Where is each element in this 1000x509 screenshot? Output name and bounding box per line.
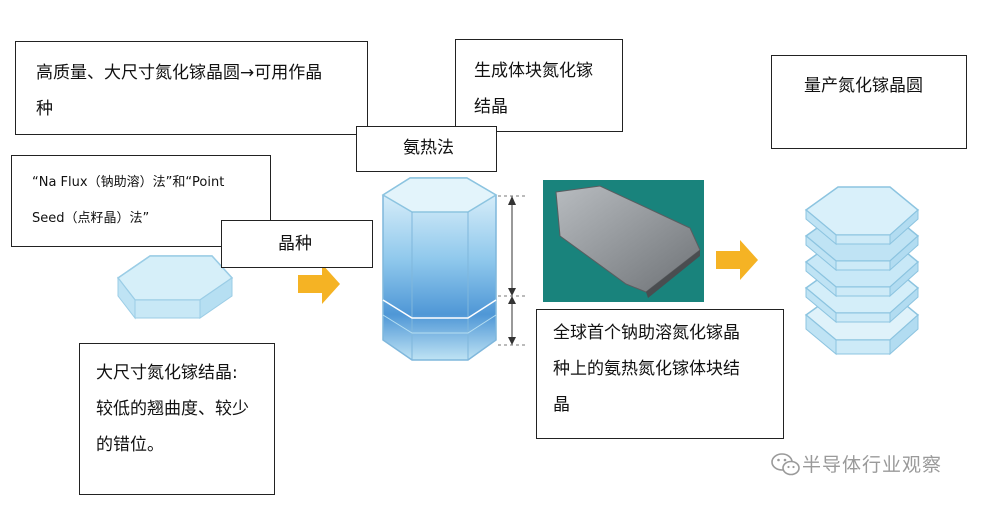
watermark-text: 半导体行业观察: [802, 454, 943, 476]
world-first-box: 全球首个钠助溶氮化镓晶 种上的氨热氮化镓体块结 晶: [536, 309, 784, 439]
seed-quality-line1: 高质量、大尺寸氮化镓晶圆→可用作晶: [36, 63, 323, 83]
world-first-line1: 全球首个钠助溶氮化镓晶: [553, 323, 740, 343]
ammonothermal-box: 氨热法: [356, 126, 497, 172]
world-first-line3: 晶: [553, 395, 570, 415]
wafer-stack: [804, 186, 920, 356]
large-crystal-line1: 大尺寸氮化镓结晶:: [96, 363, 238, 383]
seed-box: 晶种: [221, 220, 373, 268]
seed-label: 晶种: [278, 234, 312, 254]
bulk-crystal-line2: 结晶: [474, 97, 508, 117]
seed-quality-line2: 种: [36, 99, 53, 119]
process-arrow-2: [716, 240, 758, 280]
thickness-indicator: [498, 195, 526, 346]
mass-production-box: 量产氮化镓晶圆: [771, 55, 967, 149]
large-crystal-box: 大尺寸氮化镓结晶: 较低的翘曲度、较少 的错位。: [79, 343, 275, 495]
mass-production-line1: 量产氮化镓晶圆: [804, 76, 923, 96]
methods-line2: Seed（点籽晶）法”: [32, 211, 150, 226]
seed-quality-box: 高质量、大尺寸氮化镓晶圆→可用作晶 种: [15, 41, 368, 135]
large-crystal-line3: 的错位。: [96, 435, 164, 455]
methods-line1: “Na Flux（钠助溶）法”和“Point: [32, 175, 225, 190]
gan-crystal-photo: [543, 180, 704, 302]
bulk-crystal-line1: 生成体块氮化镓: [474, 61, 593, 81]
world-first-line2: 种上的氨热氮化镓体块结: [553, 359, 740, 379]
ammonothermal-label: 氨热法: [403, 138, 454, 158]
process-arrow-1: [298, 264, 340, 304]
methods-box: “Na Flux（钠助溶）法”和“Point Seed（点籽晶）法”: [11, 155, 271, 247]
seed-wafer: [116, 255, 234, 320]
bulk-crystal-column: [381, 177, 498, 361]
large-crystal-line2: 较低的翘曲度、较少: [96, 399, 249, 419]
wechat-icon: [771, 453, 800, 476]
bulk-crystal-box: 生成体块氮化镓 结晶: [455, 39, 623, 132]
